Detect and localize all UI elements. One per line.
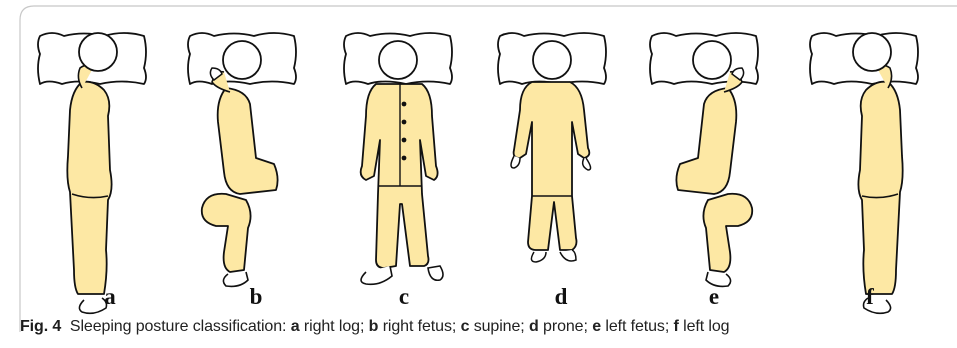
caption-desc-e: left fetus — [605, 318, 664, 335]
caption-key-d: d — [529, 318, 539, 335]
caption-text: Sleeping posture classification: — [70, 318, 286, 335]
figure-left-fetus — [650, 33, 758, 286]
figure-caption: Fig. 4 Sleeping posture classification: … — [20, 318, 729, 336]
caption-desc-f: left log — [683, 318, 729, 335]
figure-right-fetus — [188, 33, 296, 286]
caption-key-e: e — [592, 318, 601, 335]
figure-supine — [344, 33, 452, 284]
figure-right-log — [38, 33, 146, 313]
caption-desc-c: supine — [474, 318, 521, 335]
caption-key-a: a — [291, 318, 300, 335]
panel-label-c: c — [384, 284, 424, 310]
panel-label-a: a — [90, 284, 130, 310]
panel-label-d: d — [541, 284, 581, 310]
caption-key-c: c — [461, 318, 470, 335]
caption-key-f: f — [674, 318, 679, 335]
panel-label-f: f — [850, 284, 890, 310]
panel-label-e: e — [694, 284, 734, 310]
figure-left-log — [810, 33, 918, 313]
figure-prone — [498, 33, 606, 262]
caption-label: Fig. 4 — [20, 318, 61, 335]
caption-desc-d: prone — [543, 318, 583, 335]
caption-key-b: b — [369, 318, 379, 335]
caption-desc-a: right log — [304, 318, 360, 335]
panel-label-b: b — [236, 284, 276, 310]
caption-desc-b: right fetus — [383, 318, 452, 335]
